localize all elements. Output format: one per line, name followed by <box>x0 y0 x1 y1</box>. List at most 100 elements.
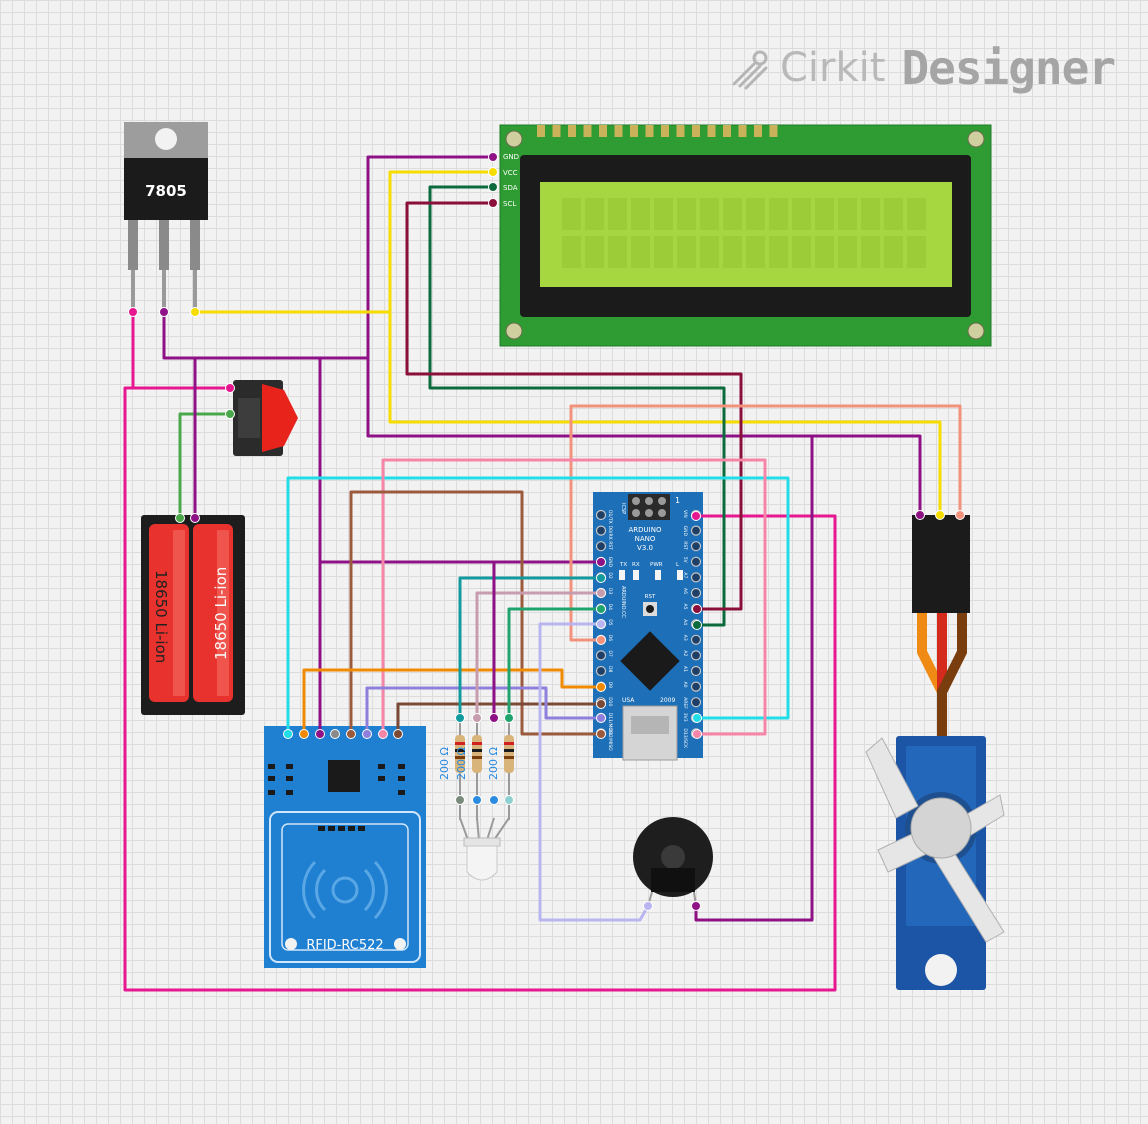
nano-right-pin[interactable] <box>690 556 702 567</box>
nano-left-pin[interactable] <box>595 525 607 536</box>
wire-brown-rst[interactable] <box>349 490 603 736</box>
rfid-smd-part <box>348 826 355 831</box>
battery-holder-2x18650[interactable]: 18650 Li-ion 18650 Li-ion <box>141 515 245 715</box>
lcd-header-pin <box>645 125 654 137</box>
nano-reset-knob <box>646 605 654 613</box>
buzzer-tab <box>651 868 695 892</box>
wire-scl[interactable] <box>405 201 743 611</box>
nano-left-pin[interactable] <box>595 509 607 521</box>
lcd-char-cell <box>700 198 719 230</box>
rfid-nfc-icon <box>302 860 388 920</box>
wire-salmon-servo-signal[interactable] <box>569 404 962 642</box>
wire-endpoint-dot <box>455 795 465 805</box>
nano-right-pin[interactable] <box>690 572 702 583</box>
nano-icsp-pin <box>632 497 640 505</box>
wire-purple-gnd-servo[interactable] <box>366 356 922 517</box>
nano-right-pin[interactable] <box>690 587 702 599</box>
voltage-regulator-7805[interactable]: 7805 <box>124 122 208 312</box>
regulator-leg-out <box>190 220 200 270</box>
nano-left-pin-label: RST <box>607 541 613 550</box>
wire-lavender-buzzer[interactable] <box>538 622 650 922</box>
resistor-3[interactable]: 200 Ω <box>487 718 514 820</box>
servo-motor[interactable] <box>865 515 1005 990</box>
nano-left-pin[interactable] <box>595 665 607 677</box>
lcd-mount-hole-tr <box>967 130 985 148</box>
nano-left-pin-label: D11/MOSI <box>607 713 613 735</box>
rfid-smd-part <box>268 764 275 769</box>
nano-pwr-led <box>655 570 661 580</box>
resistor-1-band-3 <box>455 756 465 759</box>
rfid-smd-part <box>318 826 325 831</box>
wire-orange-ss[interactable] <box>302 668 603 736</box>
nano-right-pin[interactable] <box>690 525 702 536</box>
wire-yellow-5v[interactable] <box>193 170 495 314</box>
nano-left-pin[interactable] <box>595 541 607 552</box>
lcd-char-cell <box>631 236 650 268</box>
lcd-header-pin <box>537 125 545 137</box>
wire-cyan-sck[interactable] <box>286 476 790 736</box>
wire-violet[interactable] <box>365 686 603 736</box>
wire-green-switch-battery[interactable] <box>178 412 232 520</box>
led-base <box>463 837 501 847</box>
nano-right-pin[interactable] <box>690 681 702 692</box>
nano-icsp-pin <box>645 509 653 517</box>
regulator-lead-gnd <box>162 270 166 312</box>
regulator-leg-gnd <box>159 220 169 270</box>
wire-green-led[interactable] <box>507 607 603 720</box>
lcd-header-pin <box>723 125 731 137</box>
lcd-pin-sda: SDA <box>503 184 518 192</box>
lcd-16x2-display[interactable]: GND VCC SDA SCL <box>499 124 992 347</box>
wire-endpoint-dot <box>489 713 499 723</box>
nano-title: ARDUINO <box>629 526 662 534</box>
wire-endpoint-dot <box>935 510 945 520</box>
wire-brown-miso[interactable] <box>396 702 603 736</box>
nano-right-pin-label: GND <box>682 526 688 537</box>
rfid-smd-part <box>358 826 365 831</box>
wire-sda[interactable] <box>428 185 726 627</box>
lcd-header-pin <box>769 125 778 137</box>
rfid-smd-part <box>268 790 275 795</box>
wire-endpoint-dot <box>692 713 702 723</box>
nano-right-pin[interactable] <box>690 650 702 661</box>
lcd-char-cell <box>884 236 903 268</box>
rfid-rc522-module[interactable]: RFID-RC522 <box>264 726 426 968</box>
wire-mauve-led[interactable] <box>475 591 603 720</box>
brand-logo: Cirkit Designer <box>730 38 1116 98</box>
lcd-char-cell <box>608 198 627 230</box>
nano-left-pin[interactable] <box>595 650 607 661</box>
wire-pink-mosi[interactable] <box>381 458 767 736</box>
rocker-switch[interactable] <box>233 380 298 456</box>
lcd-char-cell <box>677 236 696 268</box>
nano-right-pin[interactable] <box>690 697 702 708</box>
wire-teal-led[interactable] <box>458 576 603 720</box>
lcd-char-cell <box>907 236 926 268</box>
nano-right-pin[interactable] <box>690 541 702 552</box>
lcd-char-cell <box>838 236 857 268</box>
rgb-led[interactable] <box>459 817 510 881</box>
rfid-smd-part <box>398 776 405 781</box>
rfid-smd-part <box>398 790 405 795</box>
nano-right-pin[interactable] <box>690 665 702 677</box>
rfid-smd-part <box>378 776 385 781</box>
nano-right-pin-label: D13/SCK <box>682 728 688 749</box>
wire-yellow-servo[interactable] <box>388 310 942 517</box>
lcd-char-cell <box>608 236 627 268</box>
regulator-mount-hole <box>155 128 177 150</box>
lcd-header-pin <box>552 125 561 137</box>
lcd-header-pin <box>599 125 607 137</box>
lcd-char-cell <box>815 198 834 230</box>
nano-right-pin-label: A4 <box>682 619 688 625</box>
wire-endpoint-dot <box>225 409 235 419</box>
wire-purple-buzzer[interactable] <box>694 436 814 922</box>
resistor-2-band-3 <box>472 756 482 759</box>
arduino-nano[interactable]: 1 ICSP ARDUINO NANO V3.0 TX RX PWR L RST… <box>593 492 703 761</box>
lcd-pin-vcc: VCC <box>503 169 518 177</box>
brand-name-light: Cirkit <box>780 45 886 91</box>
wire-endpoint-dot <box>128 307 138 317</box>
rfid-smd-part <box>378 764 385 769</box>
piezo-buzzer[interactable] <box>633 817 713 907</box>
led-leg-3 <box>486 817 495 841</box>
nano-right-pin[interactable] <box>690 634 702 645</box>
wire-endpoint-dot <box>472 713 482 723</box>
nano-icsp-pin <box>658 497 666 505</box>
